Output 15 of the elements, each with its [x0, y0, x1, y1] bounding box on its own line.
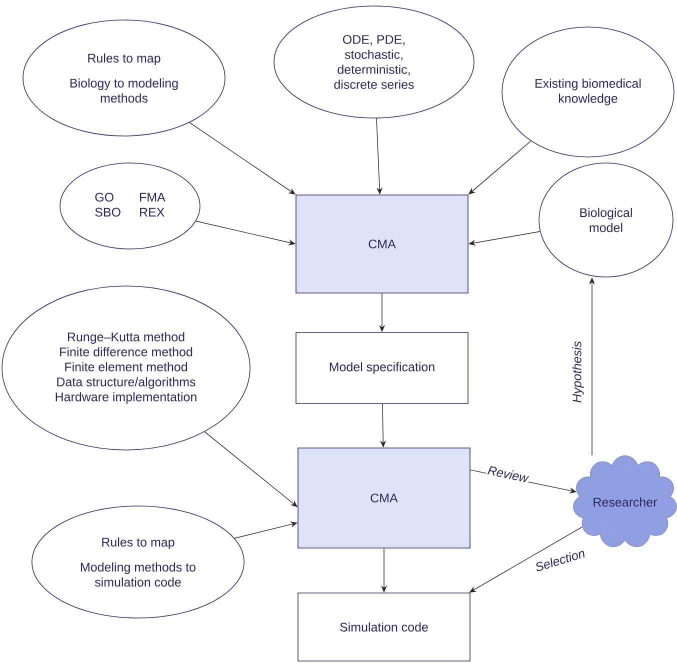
process-box: Model specification [296, 332, 468, 404]
edge-label: Hypothesis [571, 340, 585, 404]
ellipse-node: Runge–Kutta method Finite difference method Finite element method Data structure/algorithms Hardware implementation [2, 286, 250, 450]
ellipse-node: Rules to map Modeling methods to simulation code [32, 506, 244, 618]
process-box: CMA [298, 448, 470, 548]
ellipse-node: Existing biomedical knowledge [502, 26, 674, 158]
ellipse-node: ODE, PDE, stochastic, deterministic, discrete series [274, 6, 474, 118]
ellipse-node: Rules to map Biology to modeling methods [22, 20, 226, 136]
process-box: CMA [296, 194, 468, 294]
ellipse-node: Biological model [538, 162, 674, 278]
ellipse-node: GO FMA SBO REX [60, 162, 200, 250]
process-box: Simulation code [298, 592, 470, 662]
edge-label: Selection [532, 546, 588, 574]
researcher-cloud: Researcher [573, 455, 677, 548]
edge-label: Review [486, 464, 530, 484]
